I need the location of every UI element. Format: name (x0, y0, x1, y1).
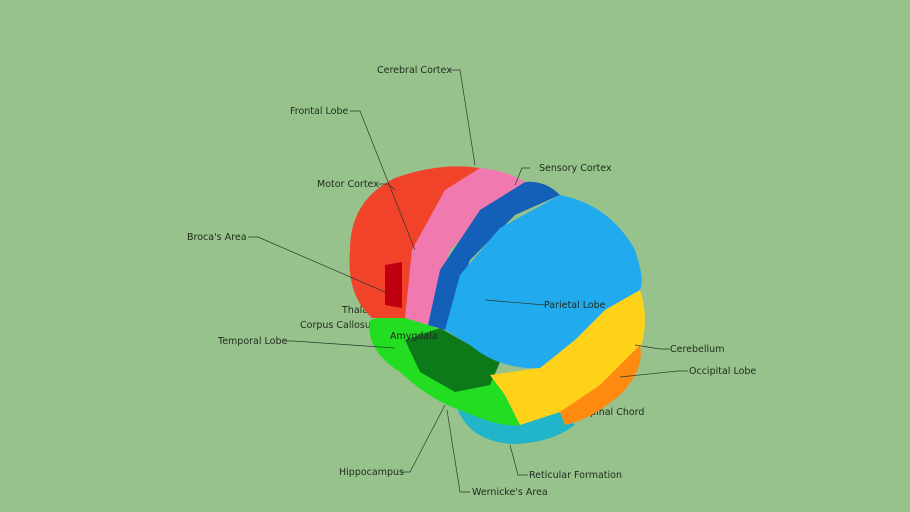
label-amygdala[interactable]: Amygdala (390, 331, 438, 342)
label-temporal-lobe[interactable]: Temporal Lobe (218, 336, 288, 347)
frontal-lobe-region[interactable] (349, 166, 480, 318)
motor-cortex-region[interactable] (405, 168, 525, 325)
label-brocas-area[interactable]: Broca's Area (187, 232, 247, 243)
label-corpus-callosum: Corpus Callosum (300, 320, 381, 331)
label-spinal-chord: Spinal Chord (584, 407, 645, 418)
parietal-lobe-region[interactable] (445, 195, 642, 369)
sensory-cortex-region[interactable] (428, 181, 560, 330)
brocas-area-region[interactable] (385, 262, 402, 308)
label-occipital-lobe[interactable]: Occipital Lobe (689, 366, 757, 377)
label-parietal-lobe[interactable]: Parietal Lobe (544, 300, 606, 311)
label-sensory-cortex[interactable]: Sensory Cortex (539, 163, 612, 174)
label-hippocampus[interactable]: Hippocampus (339, 467, 404, 478)
occipital-lobe-region[interactable] (490, 290, 645, 425)
label-wernickes-area[interactable]: Wernicke's Area (472, 487, 548, 498)
label-frontal-lobe[interactable]: Frontal Lobe (290, 106, 349, 117)
cerebellum-region[interactable] (560, 345, 641, 425)
wernickes-area-region[interactable] (405, 328, 500, 392)
label-cerebral-cortex[interactable]: Cerebral Cortex (377, 65, 452, 76)
label-reticular-formation[interactable]: Reticular Formation (529, 470, 622, 481)
label-cerebellum[interactable]: Cerebellum (670, 344, 725, 355)
label-motor-cortex[interactable]: Motor Cortex (317, 179, 379, 190)
